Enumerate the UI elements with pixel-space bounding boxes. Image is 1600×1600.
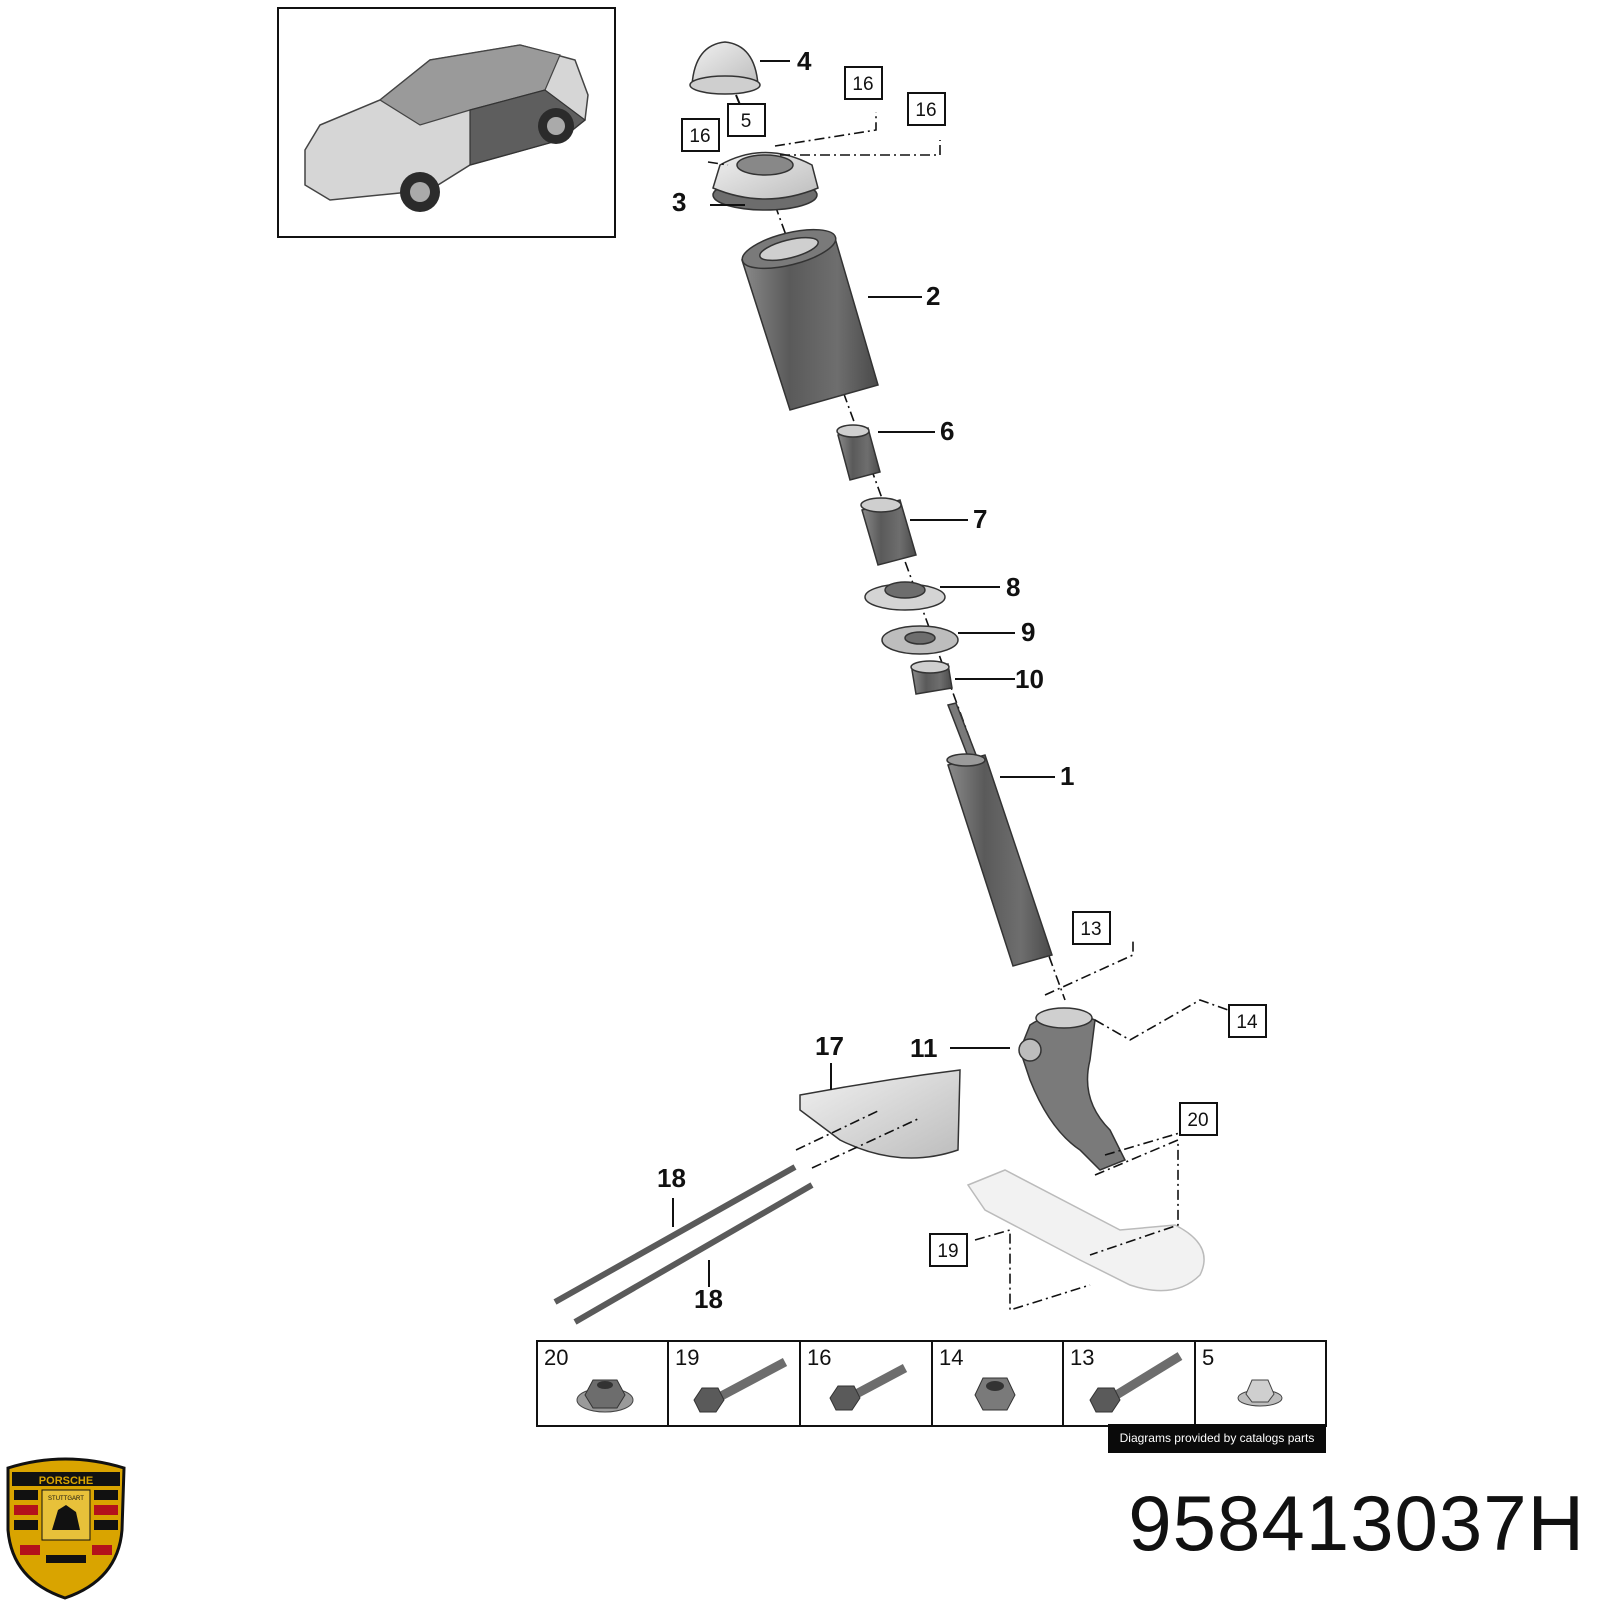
boxed-refs: 5 16 16 16 13 14 20 19 <box>681 66 1267 1267</box>
part-18-long-bolts <box>553 1164 814 1325</box>
hardware-cell-label: 5 <box>1202 1345 1214 1370</box>
callout-1: 1 <box>1060 761 1074 791</box>
callout-18-top: 18 <box>657 1163 686 1193</box>
crest-city: STUTTGART <box>48 1496 84 1502</box>
callout-18-bottom: 18 <box>694 1284 723 1314</box>
part-4-cap <box>689 41 761 95</box>
callout-10: 10 <box>1015 664 1044 694</box>
hardware-cell-label: 16 <box>807 1345 831 1370</box>
callout-labels: 4 3 2 6 7 8 9 10 1 11 17 18 18 <box>657 46 1074 1314</box>
callout-17: 17 <box>815 1031 844 1061</box>
part-9-washer <box>881 625 959 655</box>
porsche-crest-logo: PORSCHE STUTTGART <box>6 1457 126 1600</box>
callout-2: 2 <box>926 281 940 311</box>
boxed-ref-16-a: 16 <box>689 126 710 147</box>
boxed-ref-13: 13 <box>1080 919 1101 940</box>
boxed-ref-16-c: 16 <box>915 100 936 121</box>
boxed-ref-16-b: 16 <box>852 74 873 95</box>
part-number: 958413037H <box>1128 1479 1585 1567</box>
flange-nut-icon <box>576 1379 634 1413</box>
boxed-ref-14: 14 <box>1236 1012 1258 1033</box>
boxed-ref-20: 20 <box>1187 1110 1208 1131</box>
part-6-bump-stop <box>836 424 881 481</box>
part-1-shock-absorber <box>946 702 1053 967</box>
part-2-dust-boot <box>741 228 879 411</box>
boxed-ref-19: 19 <box>937 1241 958 1262</box>
hardware-cell-label: 20 <box>544 1345 568 1370</box>
part-8-spring-seat <box>864 581 946 611</box>
flange-nut-icon <box>1237 1379 1283 1407</box>
bolt-icon <box>1089 1352 1183 1413</box>
part-10-bushing <box>910 660 953 695</box>
part-17-shield <box>799 1069 961 1159</box>
part-7-sleeve <box>860 497 917 566</box>
suv-icon <box>304 44 589 212</box>
part-11-knuckle <box>1018 1007 1127 1171</box>
bolt-icon <box>693 1358 788 1413</box>
callout-8: 8 <box>1006 572 1020 602</box>
hardware-cell-label: 14 <box>939 1345 963 1370</box>
callout-9: 9 <box>1021 617 1035 647</box>
callout-4: 4 <box>797 46 812 76</box>
callout-7: 7 <box>973 504 987 534</box>
leader-lines <box>672 60 1229 1312</box>
credit-banner: Diagrams provided by catalogs parts <box>1108 1424 1326 1453</box>
callout-6: 6 <box>940 416 954 446</box>
callout-3: 3 <box>672 187 686 217</box>
crest-wordmark: PORSCHE <box>39 1475 93 1487</box>
vehicle-thumbnail <box>277 7 616 238</box>
part-3-top-mount <box>712 151 819 211</box>
lower-control-arm <box>966 1169 1205 1292</box>
hardware-table: 20 19 16 14 13 5 <box>536 1340 1327 1427</box>
hardware-cell-label: 19 <box>675 1345 699 1370</box>
nut-icon <box>974 1377 1016 1411</box>
callout-11: 11 <box>910 1033 938 1063</box>
hardware-cell-label: 13 <box>1070 1345 1094 1370</box>
boxed-ref-5: 5 <box>741 111 752 132</box>
bolt-icon <box>829 1364 908 1411</box>
